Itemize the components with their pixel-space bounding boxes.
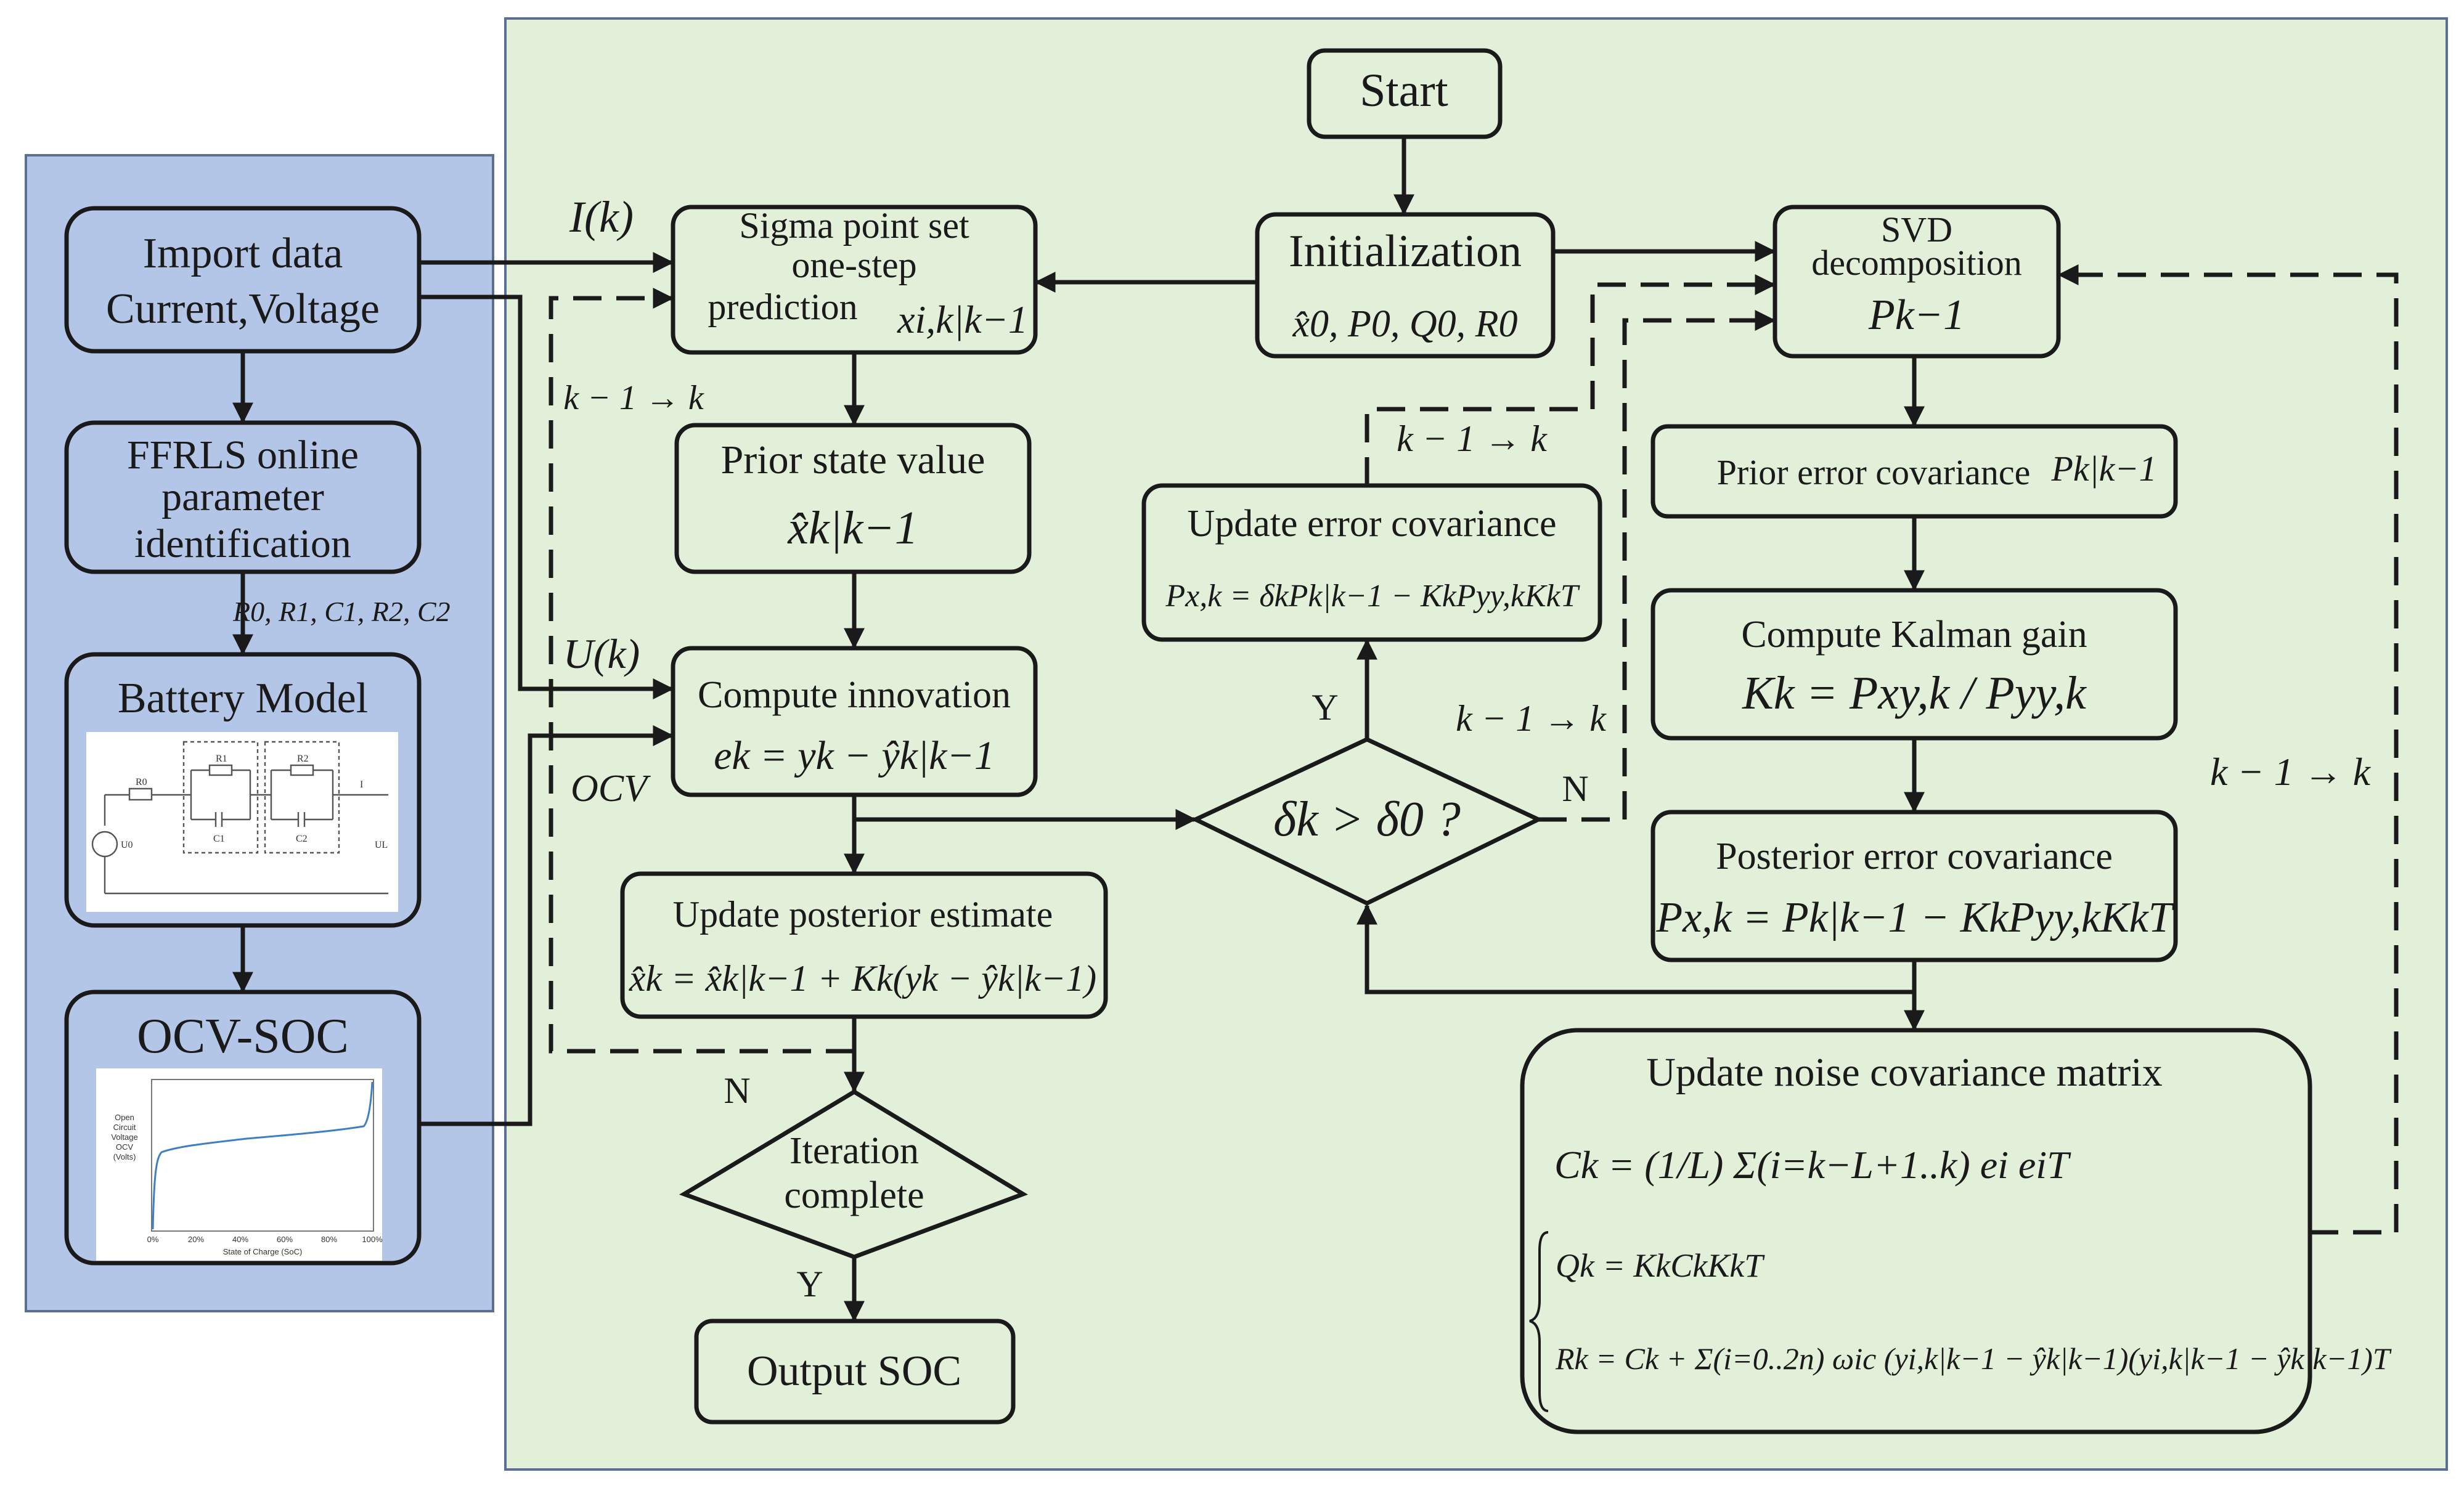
svd-line1: SVD: [1881, 209, 1952, 250]
edge-noise-svd-loop: [2057, 264, 2399, 1235]
iteration-line1: Iteration: [789, 1130, 919, 1172]
plot-xtick-2: 40%: [232, 1235, 248, 1244]
plot-ylabel-1: Open: [115, 1113, 134, 1122]
ffrls-line1: FFRLS online: [127, 433, 359, 478]
posterior-err-formula: Px,k = Pk|k−1 − KkPyy,kKkT: [1655, 894, 2175, 941]
label-step-sigma: k − 1 → k: [563, 379, 704, 417]
plot-ylabel-5: (Volts): [113, 1152, 136, 1161]
kalman-formula: Kk = Pxy,k / Pyy,k: [1742, 667, 2087, 719]
plot-xtick-4: 80%: [321, 1235, 337, 1244]
init-formula: x̂0, P0, Q0, R0: [1292, 303, 1517, 345]
plot-xtick-0: 0%: [147, 1235, 159, 1244]
circuit-label-r0: R0: [136, 777, 147, 787]
innovation-formula: ek = yk − ŷk|k−1: [714, 733, 995, 778]
label-step-decision: k − 1 → k: [1456, 698, 1607, 739]
posterior-est-title: Update posterior estimate: [673, 894, 1053, 935]
start-label: Start: [1360, 65, 1448, 116]
label-step-update: k − 1 → k: [1397, 418, 1548, 459]
system-brace: [1529, 1231, 1549, 1412]
edge-update-svd-loop: [1365, 274, 1776, 486]
ffrls-line3: identification: [134, 521, 351, 566]
edge-voltage-signal: [419, 295, 674, 699]
delta-decision: [1190, 737, 1544, 906]
noise-formula-c: Ck = (1/L) Σ(i=k−L+1..k) ei eiT: [1554, 1143, 2071, 1187]
plot-xlabel: State of Charge (SoC): [223, 1247, 303, 1256]
battery-model-title: Battery Model: [118, 675, 368, 722]
circuit-label-ul: UL: [375, 840, 388, 850]
iteration-line2: complete: [784, 1174, 924, 1216]
label-step-noise: k − 1 → k: [2210, 750, 2372, 794]
update-err-title: Update error covariance: [1188, 503, 1557, 545]
plot-xtick-5: 100%: [362, 1235, 383, 1244]
battery-circuit-image: R0 R1 C1 R2 C2 U0 UL I: [86, 732, 398, 912]
edge-posterior-err-decision: [1356, 903, 1914, 994]
sigma-line3: prediction: [708, 287, 857, 327]
sigma-formula: xi,k|k−1: [897, 298, 1028, 341]
update-err-formula: Px,k = δkPk|k−1 − KkPyy,kKkT: [1165, 579, 1580, 614]
circuit-label-c2: C2: [296, 834, 308, 844]
svd-formula: Pk−1: [1868, 291, 1965, 339]
label-y-decision: Y: [1312, 687, 1338, 728]
circuit-label-u0: U0: [121, 840, 133, 850]
noise-title: Update noise covariance matrix: [1646, 1050, 2162, 1095]
plot-ylabel-2: Circuit: [113, 1123, 136, 1132]
posterior-err-title: Posterior error covariance: [1716, 835, 2113, 877]
innovation-title: Compute innovation: [698, 674, 1011, 716]
posterior-est-formula: x̂k = x̂k|k−1 + Kk(yk − ŷk|k−1): [629, 958, 1096, 999]
plot-xtick-3: 60%: [277, 1235, 293, 1244]
ocv-soc-plot-image: Open Circuit Voltage OCV (Volts) 0% 20% …: [96, 1068, 383, 1261]
edge-decision-svd-loop: [1538, 310, 1776, 822]
circuit-label-i: I: [360, 779, 363, 790]
output-label: Output SOC: [747, 1348, 961, 1395]
import-subtitle: Current,Voltage: [106, 285, 380, 333]
plot-ylabel-4: OCV: [116, 1142, 134, 1152]
params-label: R0, R1, C1, R2, C2: [232, 596, 451, 627]
voltage-signal-label: U(k): [563, 630, 640, 677]
label-y-iteration: Y: [796, 1264, 823, 1304]
init-title: Initialization: [1289, 226, 1522, 277]
plot-ylabel-3: Voltage: [111, 1132, 137, 1142]
decision-label: δk > δ0 ?: [1273, 792, 1461, 847]
kalman-title: Compute Kalman gain: [1741, 614, 2087, 656]
prior-state-formula: x̂k|k−1: [787, 502, 918, 554]
ffrls-line2: parameter: [161, 474, 324, 519]
edge-iteration-loop: [549, 288, 854, 1054]
ocv-curve: [152, 1081, 373, 1230]
noise-formula-q: Qk = KkCkKkT: [1556, 1247, 1765, 1284]
prior-err-title: Prior error covariance: [1717, 452, 2031, 492]
prior-state-title: Prior state value: [721, 437, 985, 482]
edge-ocv-signal: [419, 725, 674, 1126]
noise-formula-r: Rk = Ck + Σ(i=0..2n) ωic (yi,k|k−1 − ŷk|…: [1555, 1341, 2392, 1376]
plot-xtick-1: 20%: [188, 1235, 204, 1244]
import-title: Import data: [143, 230, 343, 277]
ocv-soc-title: OCV-SOC: [137, 1009, 349, 1063]
svd-line2: decomposition: [1811, 243, 2022, 283]
current-signal-label: I(k): [569, 192, 634, 242]
prior-err-formula: Pk|k−1: [2051, 449, 2157, 489]
circuit-label-r2: R2: [297, 754, 309, 764]
label-n-iteration: N: [724, 1070, 750, 1111]
circuit-label-c1: C1: [213, 834, 225, 844]
ocv-signal-label: OCV: [571, 768, 651, 810]
label-n-decision: N: [1562, 768, 1588, 809]
circuit-label-r1: R1: [216, 754, 227, 764]
sigma-line1: Sigma point set: [739, 205, 969, 246]
sigma-line2: one-step: [791, 245, 916, 285]
